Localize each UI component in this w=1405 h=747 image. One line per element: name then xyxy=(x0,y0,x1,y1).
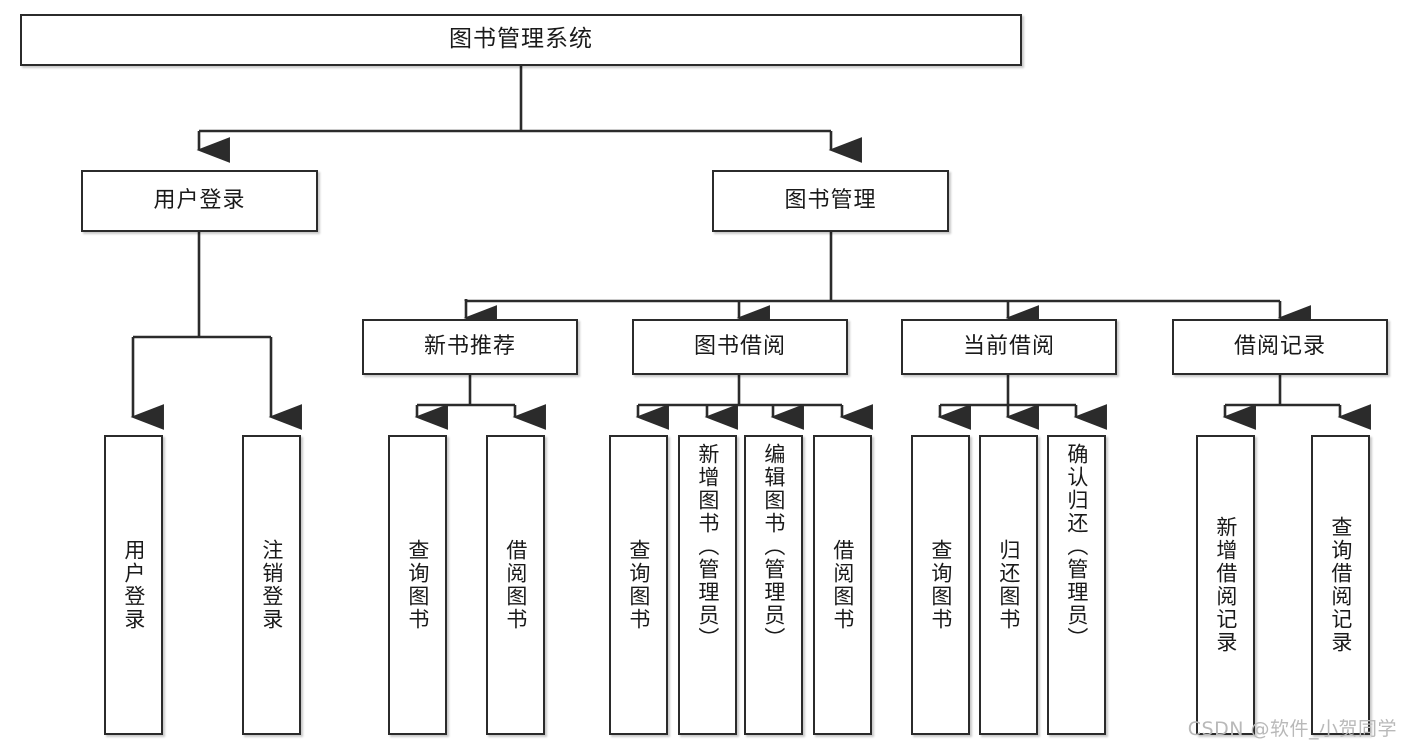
node-book-management[interactable]: 图书管理 xyxy=(712,170,949,232)
node-new-book-recommend[interactable]: 新书推荐 xyxy=(362,319,578,375)
node-root-system[interactable]: 图书管理系统 xyxy=(20,14,1022,66)
leaf-query-book-borrow[interactable]: 查询图书 xyxy=(609,435,668,735)
leaf-return-book[interactable]: 归还图书 xyxy=(979,435,1038,735)
leaf-user-login[interactable]: 用户登录 xyxy=(104,435,163,735)
leaf-add-book-admin[interactable]: 新增图书（管理员） xyxy=(678,435,737,735)
leaf-query-book-recommend[interactable]: 查询图书 xyxy=(388,435,447,735)
node-book-borrow[interactable]: 图书借阅 xyxy=(632,319,848,375)
node-user-login[interactable]: 用户登录 xyxy=(81,170,318,232)
leaf-query-borrow-record[interactable]: 查询借阅记录 xyxy=(1311,435,1370,735)
node-current-borrow[interactable]: 当前借阅 xyxy=(901,319,1117,375)
leaf-logout[interactable]: 注销登录 xyxy=(242,435,301,735)
leaf-edit-book-admin[interactable]: 编辑图书（管理员） xyxy=(744,435,803,735)
leaf-confirm-return-admin[interactable]: 确认归还（管理员） xyxy=(1047,435,1106,735)
node-borrow-record[interactable]: 借阅记录 xyxy=(1172,319,1388,375)
leaf-borrow-book-recommend[interactable]: 借阅图书 xyxy=(486,435,545,735)
leaf-borrow-book[interactable]: 借阅图书 xyxy=(813,435,872,735)
leaf-query-book-current[interactable]: 查询图书 xyxy=(911,435,970,735)
leaf-add-borrow-record[interactable]: 新增借阅记录 xyxy=(1196,435,1255,735)
